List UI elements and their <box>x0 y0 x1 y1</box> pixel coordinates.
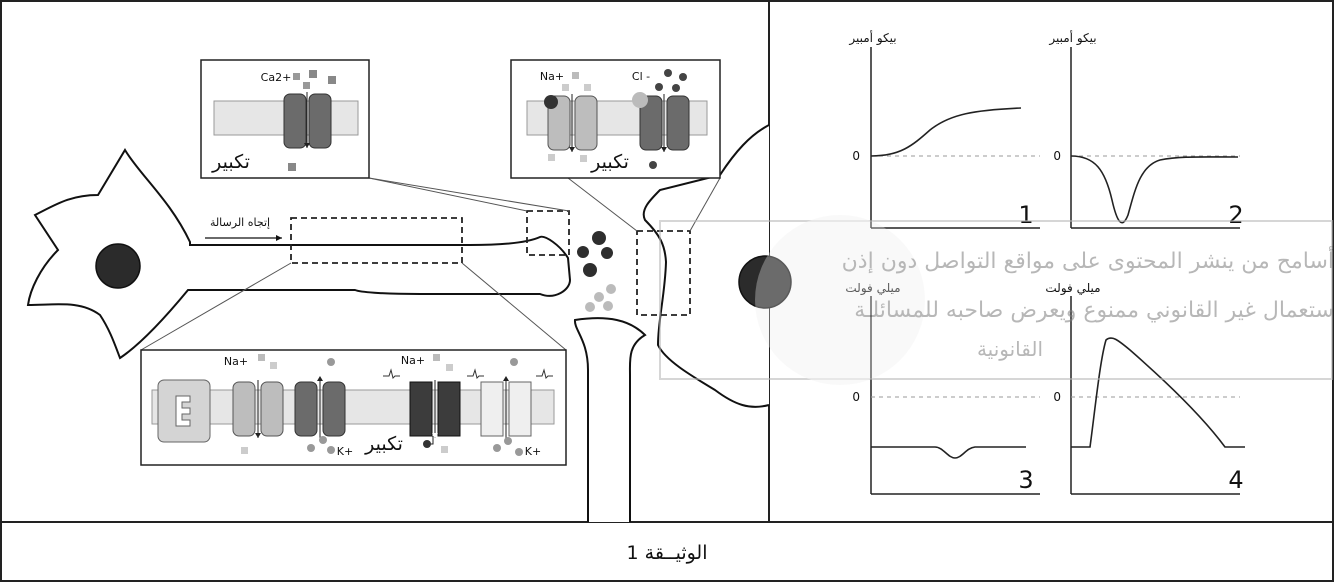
ion-label-na: Na+ <box>540 70 564 83</box>
zoom-box-axon: Na+ Na+ K+ K+ تكبير <box>141 350 566 465</box>
ion-label-cl: Cl - <box>632 70 650 83</box>
graph-1-zero: 0 <box>852 149 860 163</box>
graph-3-number: 3 <box>1018 466 1033 494</box>
graph-4-unit: ميلي فولت <box>1045 281 1100 296</box>
graph-1-unit: بيكو أمبير <box>848 30 896 46</box>
zoom-box-sodium-chloride: Na+ Cl - تكبير <box>511 60 720 178</box>
ion-label-ca: Ca2+ <box>261 71 292 84</box>
graph-2-zero: 0 <box>1053 149 1061 163</box>
ion-label-k-axon-2: K+ <box>525 445 541 458</box>
watermark-line-1: أسامح من ينشر المحتوى على مواقع التواصل … <box>842 246 1334 274</box>
ion-label-na-axon-2: Na+ <box>401 354 425 367</box>
document-caption: الوثيــقة 1 <box>627 542 708 564</box>
graph-4-number: 4 <box>1228 466 1243 494</box>
graph-1-number: 1 <box>1018 201 1033 229</box>
graph-4-zero: 0 <box>1053 390 1061 404</box>
graph-2-number: 2 <box>1228 201 1243 229</box>
graph-3-zero: 0 <box>852 390 860 404</box>
presynaptic-nucleus <box>96 244 140 288</box>
direction-label: إتجاه الرسالة <box>210 216 270 229</box>
zoom-label-calcium: تكبير <box>211 151 250 173</box>
watermark-line-3: القانونية <box>977 337 1043 361</box>
zoom-label-sodium-chloride: تكبير <box>590 151 629 173</box>
watermark-line-2: ستعمال غير القانوني ممنوع ويعرض صاحبه لل… <box>854 298 1334 323</box>
zoom-label-axon: تكبير <box>364 433 403 455</box>
ion-label-na-axon-1: Na+ <box>224 355 248 368</box>
zoom-box-calcium: Ca2+ تكبير <box>201 60 369 178</box>
graph-2-unit: بيكو أمبير <box>1048 30 1096 46</box>
ion-label-k-axon-1: K+ <box>337 445 353 458</box>
